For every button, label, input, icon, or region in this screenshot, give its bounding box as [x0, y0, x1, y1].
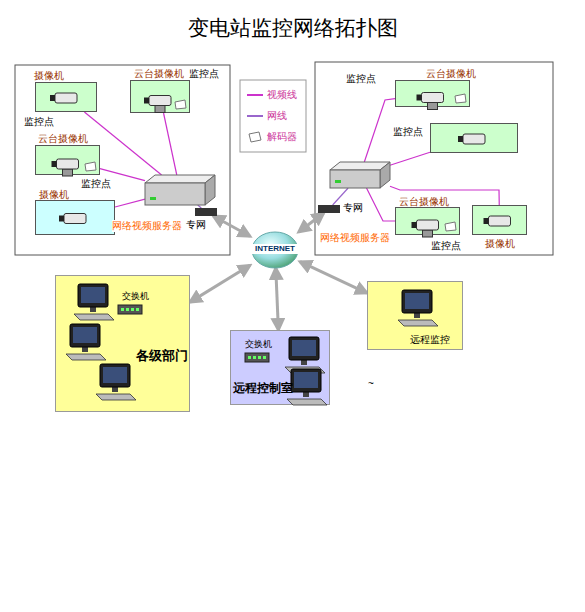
- connector: [115, 199, 145, 207]
- ptz-camera-box: 云台摄像机监控点: [395, 80, 470, 107]
- ptz-icon: [396, 208, 461, 236]
- connector: [276, 268, 279, 330]
- network-device: 专网: [195, 208, 217, 216]
- node-label: 监控点: [346, 73, 376, 85]
- video-server: 网络视频服务器: [145, 175, 215, 205]
- dev-icon: [195, 208, 217, 216]
- department-area: 交换机各级部门: [55, 275, 190, 412]
- node-label: 监控点: [189, 68, 219, 80]
- ptz-camera-box: 云台摄像机监控点: [35, 145, 100, 175]
- node-label: 云台摄像机: [399, 196, 449, 208]
- legend-text: 视频线: [267, 89, 297, 101]
- node-label: 网络视频服务器: [320, 232, 390, 244]
- camera-box: 摄像机: [472, 205, 527, 235]
- node-label: 各级部门: [136, 348, 188, 363]
- camera-box: 监控点: [430, 123, 518, 153]
- connector: [164, 113, 177, 175]
- dev-icon: [318, 205, 340, 213]
- server-icon: [145, 175, 215, 205]
- node-label: 云台摄像机: [38, 133, 88, 145]
- node-label: 摄像机: [39, 189, 69, 201]
- cam-icon: [36, 83, 98, 113]
- camera-box: 摄像机监控点: [35, 82, 97, 112]
- ptz-icon: [396, 81, 471, 108]
- node-label: 网络视频服务器: [112, 220, 182, 232]
- node-label: 监控点: [81, 178, 111, 190]
- legend-sample: [246, 109, 264, 123]
- connector: [299, 213, 324, 232]
- cam-icon: [36, 201, 116, 236]
- station-panel: [315, 62, 553, 255]
- legend-box: [240, 80, 306, 152]
- connector: [367, 188, 396, 221]
- connector: [390, 152, 430, 165]
- node-label: 监控点: [393, 126, 423, 138]
- note-label: ~: [368, 378, 374, 390]
- node-label: INTERNET: [250, 244, 300, 254]
- node-label: 交换机: [122, 291, 149, 302]
- legend-text: 解码器: [267, 131, 297, 143]
- node-label: 远程监控: [410, 334, 450, 346]
- camera-box: 摄像机: [35, 200, 115, 235]
- remote-monitor-area: 远程监控: [367, 281, 463, 350]
- node-label: 远程控制室: [233, 381, 293, 395]
- legend-sample: [246, 130, 264, 144]
- connector: [300, 262, 367, 293]
- ptz-icon: [36, 146, 101, 176]
- node-label: 云台摄像机: [426, 68, 476, 80]
- diagram-title: 变电站监控网络拓扑图: [0, 14, 585, 42]
- ptz-camera-box: 云台摄像机监控点: [130, 80, 190, 113]
- station-panel: [15, 65, 230, 255]
- video-server: 网络视频服务器: [330, 162, 390, 188]
- control-room-area: 交换机远程控制室: [230, 330, 330, 405]
- network-device: 专网: [318, 205, 340, 213]
- node-label: 摄像机: [34, 70, 64, 82]
- connector: [213, 216, 250, 236]
- node-label: 云台摄像机: [134, 68, 184, 80]
- connector: [190, 265, 250, 302]
- legend-text: 网线: [267, 110, 287, 122]
- ptz-camera-box: 云台摄像机监控点: [395, 207, 460, 235]
- server-icon: [330, 162, 390, 188]
- node-label: 摄像机: [485, 238, 515, 250]
- node-label: 交换机: [245, 339, 272, 350]
- connector: [364, 99, 395, 162]
- cam-icon: [473, 206, 528, 236]
- legend-sample: [246, 88, 264, 102]
- cam-icon: [431, 124, 519, 154]
- node-label: 监控点: [24, 116, 54, 128]
- node-label: 监控点: [431, 240, 461, 252]
- node-label: 专网: [343, 202, 363, 214]
- ptz-icon: [131, 81, 191, 114]
- node-label: 专网: [186, 219, 206, 231]
- internet-globe: INTERNET: [250, 232, 300, 268]
